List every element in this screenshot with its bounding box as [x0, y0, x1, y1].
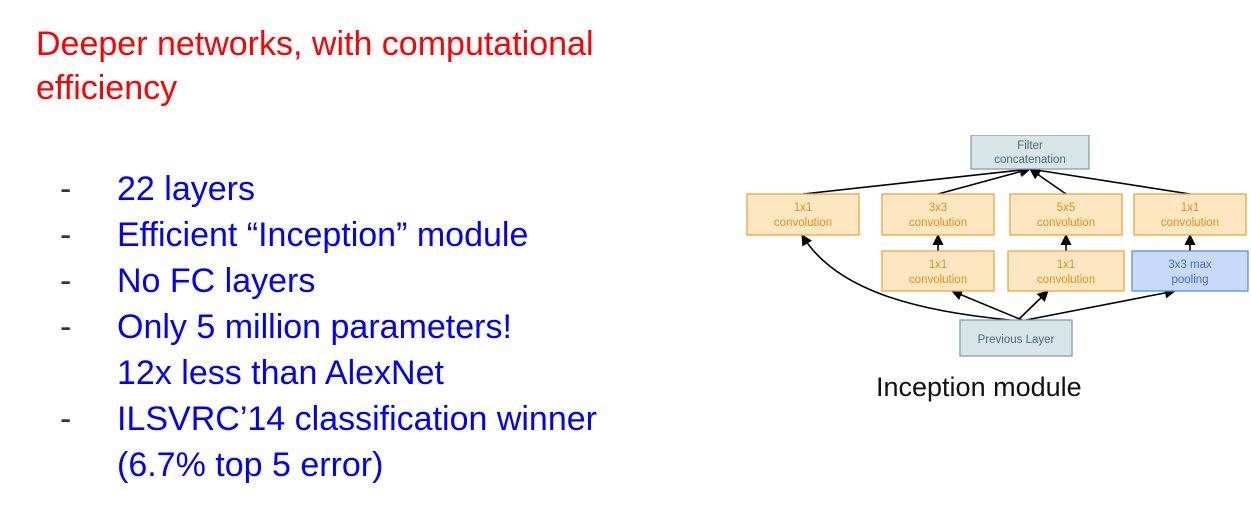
- edge-previous-to-conv1x1b: [950, 289, 1023, 321]
- bullet-item: - Only 5 million parameters! 12x less th…: [60, 304, 597, 396]
- node-conv-1x1-b-box: [881, 250, 995, 292]
- node-filter-concatenation-line-1: Filter: [1017, 140, 1043, 152]
- bullet-text: Efficient “Inception” module: [117, 212, 528, 258]
- bullet-line: 12x less than AlexNet: [117, 354, 444, 392]
- node-conv-1x1-b-line-2: convolution: [909, 274, 967, 286]
- node-conv-1x1-c: 1x1 convolution: [1007, 250, 1125, 292]
- bullet-line: Efficient “Inception” module: [117, 216, 529, 254]
- diagram-edges: [801, 164, 1196, 321]
- node-conv-1x1-c-line-2: convolution: [1037, 274, 1095, 286]
- node-conv-1x1-d-box: [1133, 193, 1247, 236]
- node-maxpool-3x3-line-1: 3x3 max: [1168, 259, 1212, 271]
- bullet-line: 22 layers: [117, 170, 255, 208]
- node-maxpool-3x3: 3x3 max pooling: [1131, 250, 1249, 292]
- node-conv-3x3-line-1: 3x3: [929, 202, 948, 214]
- node-previous-layer-label: Previous Layer: [978, 334, 1055, 346]
- node-conv-1x1-d-line-1: 1x1: [1181, 202, 1200, 214]
- inception-diagram-svg: Filter concatenation 1x1 convolution 3x3…: [746, 135, 1249, 357]
- node-maxpool-3x3-line-2: pooling: [1171, 274, 1208, 286]
- bullet-dash: -: [60, 262, 72, 300]
- bullet-item: - Efficient “Inception” module: [60, 212, 597, 258]
- node-filter-concatenation-box: [970, 135, 1090, 170]
- slide-heading-line-1: Deeper networks, with computational: [36, 25, 594, 63]
- node-maxpool-3x3-box: [1131, 250, 1249, 292]
- bullet-line: No FC layers: [117, 262, 316, 300]
- bullet-text: No FC layers: [117, 258, 315, 304]
- bullet-text: 22 layers: [117, 166, 255, 212]
- node-conv-1x1-a-line-1: 1x1: [794, 202, 813, 214]
- edge-conv5x5-to-concat: [1029, 168, 1067, 195]
- slide-heading: Deeper networks, with computational effi…: [36, 22, 716, 110]
- edge-conv1x1a-to-concat: [802, 164, 1032, 195]
- diagram-caption: Inception module: [876, 372, 1082, 402]
- node-conv-1x1-a-box: [746, 193, 860, 236]
- edge-previous-to-conv1x1c: [1017, 290, 1049, 321]
- node-conv-5x5: 5x5 convolution: [1009, 193, 1123, 236]
- node-conv-1x1-a-line-2: convolution: [774, 217, 832, 229]
- node-conv-3x3-line-2: convolution: [909, 217, 967, 229]
- edge-previous-to-maxpool: [1025, 287, 1177, 321]
- slide-heading-line-2: efficiency: [36, 69, 178, 107]
- bullet-dash: -: [60, 308, 72, 346]
- inception-module-diagram: Filter concatenation 1x1 convolution 3x3…: [740, 135, 1250, 360]
- edge-conv3x3-to-concat: [937, 166, 1032, 195]
- bullet-item: - ILSVRC’14 classification winner (6.7% …: [60, 396, 597, 488]
- bullet-dash: -: [60, 400, 72, 438]
- node-conv-5x5-line-2: convolution: [1037, 217, 1095, 229]
- edge-previous-to-conv1x1a: [801, 234, 1011, 321]
- bullet-line: ILSVRC’14 classification winner: [117, 400, 597, 438]
- bullet-list: - 22 layers - Efficient “Inception” modu…: [60, 166, 597, 488]
- node-conv-1x1-c-line-1: 1x1: [1057, 259, 1076, 271]
- bullet-item: - No FC layers: [60, 258, 597, 304]
- bullet-text: Only 5 million parameters! 12x less than…: [117, 304, 512, 396]
- bullet-line: (6.7% top 5 error): [117, 446, 384, 484]
- node-conv-1x1-b: 1x1 convolution: [881, 250, 995, 292]
- bullet-item: - 22 layers: [60, 166, 597, 212]
- node-conv-3x3: 3x3 convolution: [881, 193, 995, 236]
- bullet-dash: -: [60, 170, 72, 208]
- node-conv-3x3-box: [881, 193, 995, 236]
- edge-conv1x1d-to-concat: [1028, 165, 1191, 195]
- node-conv-5x5-line-1: 5x5: [1057, 202, 1076, 214]
- bullet-dash: -: [60, 216, 72, 254]
- bullet-line: Only 5 million parameters!: [117, 308, 512, 346]
- node-conv-1x1-d-line-2: convolution: [1161, 217, 1219, 229]
- bullet-text: ILSVRC’14 classification winner (6.7% to…: [117, 396, 597, 488]
- node-previous-layer: Previous Layer: [959, 319, 1073, 357]
- node-previous-layer-box: [959, 319, 1073, 357]
- node-conv-5x5-box: [1009, 193, 1123, 236]
- node-conv-1x1-a: 1x1 convolution: [746, 193, 860, 236]
- node-filter-concatenation: Filter concatenation: [970, 135, 1090, 170]
- node-conv-1x1-b-line-1: 1x1: [929, 259, 948, 271]
- node-conv-1x1-d: 1x1 convolution: [1133, 193, 1247, 236]
- node-conv-1x1-c-box: [1007, 250, 1125, 292]
- node-filter-concatenation-line-2: concatenation: [994, 154, 1066, 166]
